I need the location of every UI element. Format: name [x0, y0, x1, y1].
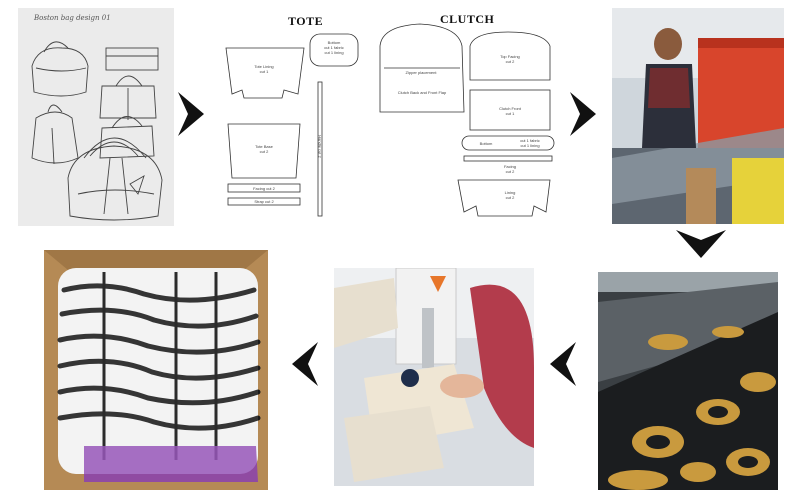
- piece-tote-base: Tote Base cut 2: [255, 144, 273, 154]
- piece-top-facing: Top Facing cut 2: [500, 54, 520, 64]
- arrow-left-icon: [292, 342, 318, 386]
- piece-bottom-clutch-cut: cut 1 fabric cut 1 lining: [520, 138, 540, 148]
- piece-zipper-placement: Zipper placement: [405, 70, 437, 75]
- clutch-title: CLUTCH: [440, 12, 495, 26]
- packing-photo: [44, 250, 268, 490]
- pattern-panel: TOTE CLUTCH: [214, 8, 564, 228]
- piece-lining-clutch: Lining cut 2: [504, 190, 516, 200]
- arrow-right-icon: [570, 92, 596, 136]
- arrow-right-icon: [178, 92, 204, 136]
- piece-clutch-front: Clutch Front cut 1: [499, 106, 521, 116]
- pattern-pieces-drawing: [225, 23, 555, 217]
- printing-photo: [598, 272, 778, 490]
- arrow-left-icon: [550, 342, 576, 386]
- piece-clutch-back-front: Clutch Back and Front Flap: [397, 90, 447, 95]
- bag-sketch-drawing: [31, 41, 163, 221]
- sketch-panel: Boston bag design 01: [18, 8, 174, 226]
- piece-facing-tote: Facing cut 2: [253, 186, 275, 191]
- arrow-down-icon: [676, 230, 726, 258]
- piece-handle: Handle cut 2: [317, 135, 323, 158]
- piece-bottom-small: Bottom cut 1 fabric cut 1 lining: [324, 40, 344, 55]
- piece-strap: Strap cut 2: [254, 199, 274, 204]
- sewing-photo: [334, 268, 534, 486]
- piece-bottom-clutch: Bottom: [479, 141, 493, 146]
- tote-title: TOTE: [288, 14, 324, 28]
- cutting-photo: [612, 8, 784, 224]
- piece-facing-clutch: Facing cut 2: [503, 164, 516, 174]
- piece-tote-lining: Tote Lining cut 1: [254, 64, 274, 74]
- sketch-caption: Boston bag design 01: [34, 14, 111, 22]
